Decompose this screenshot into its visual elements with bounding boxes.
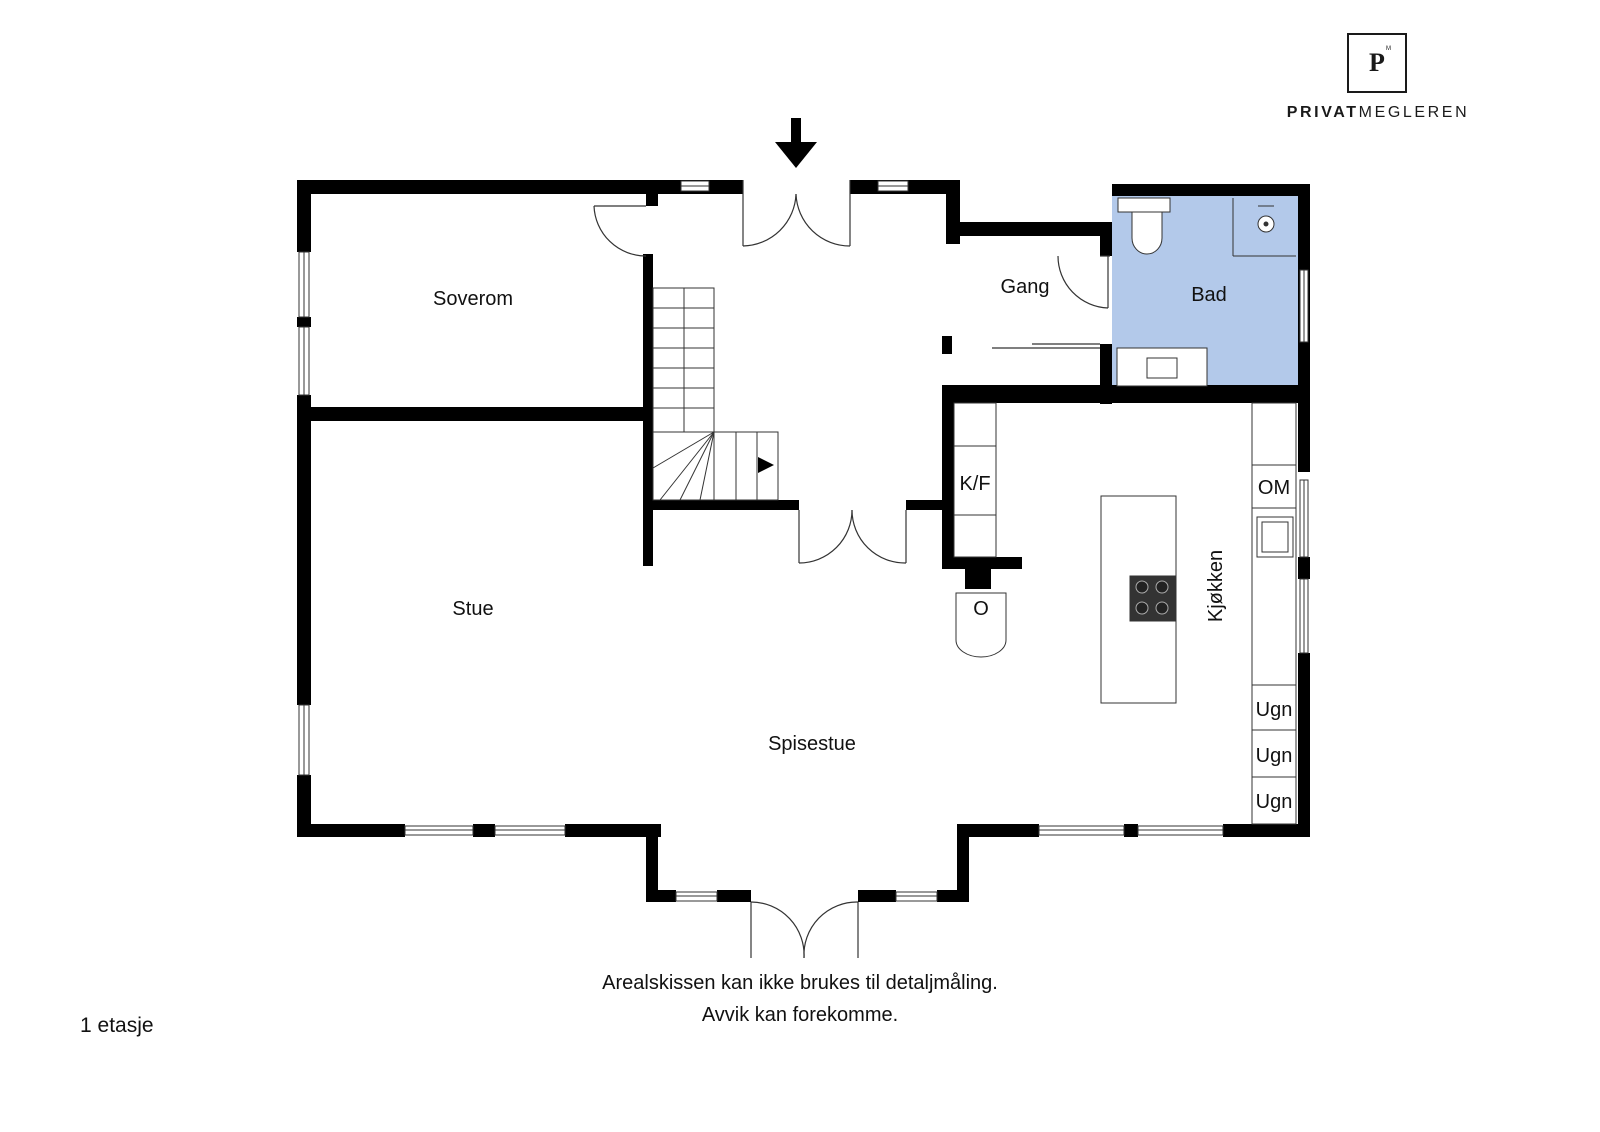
fixture-label-kf: K/F [959, 473, 990, 495]
fixture-label-ugn-2: Ugn [1256, 745, 1293, 767]
bathroom-fixtures [1116, 197, 1296, 387]
floor-label: 1 etasje [80, 1014, 154, 1037]
logo-word-regular: MEGLEREN [1358, 104, 1470, 121]
stair-arrow-icon [758, 457, 774, 473]
kitchen-fixtures [953, 402, 1297, 825]
logo-wordmark: PRIVATMEGLEREN [1283, 104, 1473, 122]
windows [298, 180, 1309, 902]
logo-word-bold: PRIVAT [1286, 104, 1359, 121]
fixture-label-ugn-1: Ugn [1256, 699, 1293, 721]
logo-letter: P [1369, 48, 1385, 77]
fixture-label-stove: O [973, 598, 989, 620]
room-label-bad: Bad [1191, 284, 1227, 306]
logo-mark: P M [1347, 33, 1407, 93]
staircase [652, 287, 779, 501]
disclaimer-line-1: Arealskissen kan ikke brukes til detaljm… [602, 972, 998, 994]
room-label-soverom: Soverom [433, 288, 513, 310]
room-label-gang: Gang [1001, 276, 1050, 298]
walls [297, 180, 1310, 902]
doors [593, 180, 1110, 959]
room-label-stue: Stue [452, 598, 493, 620]
logo-tm: M [1386, 46, 1391, 52]
entrance-arrow-icon [775, 118, 817, 168]
stove-fixture [955, 592, 1007, 658]
fixture-label-om: OM [1258, 477, 1290, 499]
fixture-label-ugn-3: Ugn [1256, 791, 1293, 813]
room-label-spisestue: Spisestue [768, 733, 856, 755]
room-label-kjokken: Kjøkken [1205, 550, 1227, 622]
disclaimer-line-2: Avvik kan forekomme. [701, 1004, 899, 1026]
